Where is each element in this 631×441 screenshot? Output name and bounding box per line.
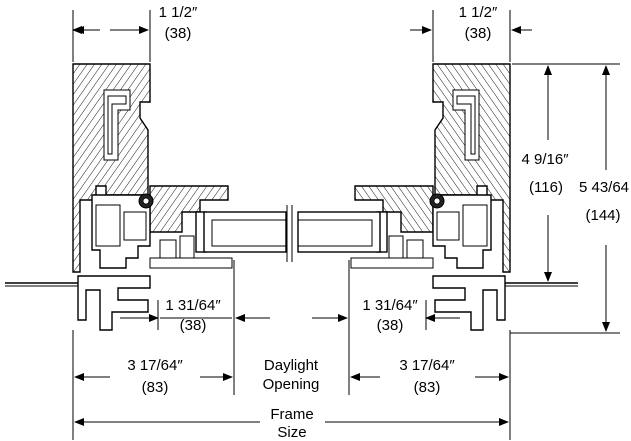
dimension-lines [72,10,620,440]
left-aluminum-cladding [91,194,151,269]
left-frame-section [5,63,233,331]
left-bottom-imperial: 3 17/64″ [127,357,183,374]
right-top-width-metric: (38) [465,25,492,42]
sash-height-metric: (116) [529,179,563,196]
left-bottom-metric: (83) [142,379,169,396]
left-mid-imperial: 1 31/64″ [165,297,221,314]
daylight-opening-line2: Opening [263,376,320,393]
dimension-labels: 1 1/2″ (38) 1 1/2″ (38) 4 9/16″ (116) 5 … [127,4,629,441]
left-top-width-metric: (38) [165,25,192,42]
frame-height-imperial: 5 43/64 [579,179,629,196]
sash-height-imperial: 4 9/16″ [521,151,569,168]
right-top-width-imperial: 1 1/2″ [459,4,498,21]
insulated-glass-unit [203,205,381,262]
frame-height-metric: (144) [585,207,620,224]
right-bottom-metric: (83) [414,379,441,396]
left-sill-extrusion [77,275,151,331]
right-frame-section [350,63,578,331]
frame-size-line1: Frame [270,406,313,423]
frame-size-line2: Size [277,424,306,441]
right-bottom-imperial: 3 17/64″ [399,357,455,374]
left-top-width-imperial: 1 1/2″ [159,4,198,21]
left-mid-metric: (38) [180,317,207,334]
daylight-opening-line1: Daylight [264,357,319,374]
right-mid-metric: (38) [377,317,404,334]
right-mid-imperial: 1 31/64″ [362,297,418,314]
